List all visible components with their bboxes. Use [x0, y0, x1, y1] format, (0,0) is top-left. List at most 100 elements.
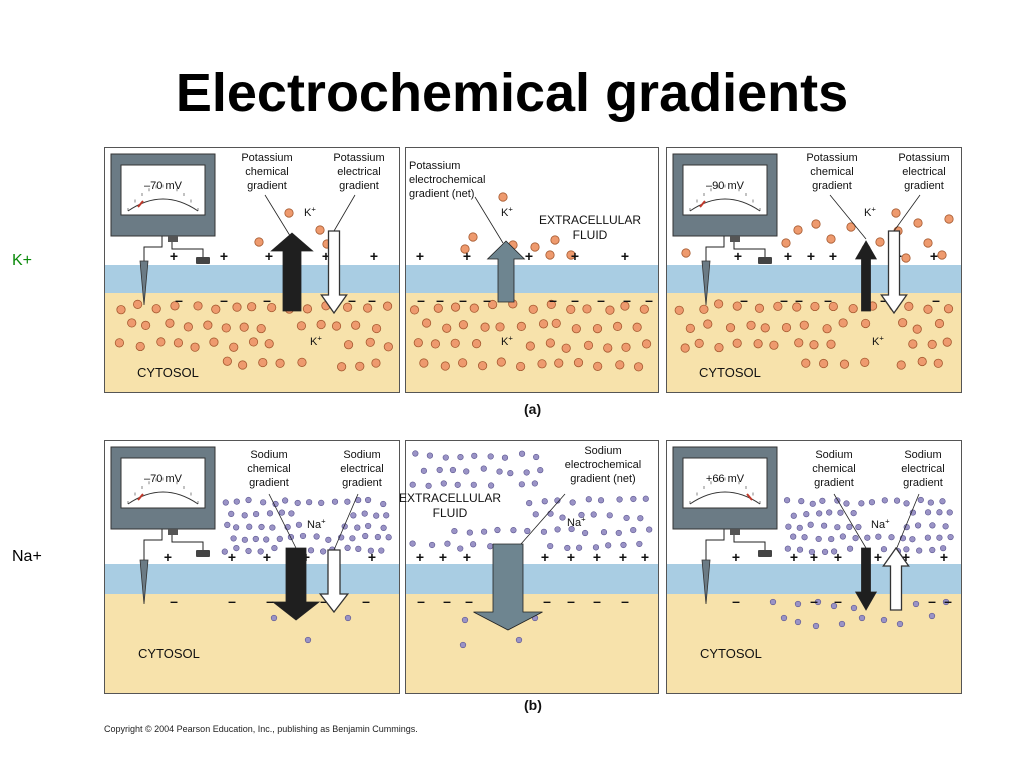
negative-charge: – — [932, 292, 940, 308]
sodium-ion — [252, 510, 260, 518]
leader-line — [264, 194, 293, 240]
panel-sodium-net: +++++++++–––––––Sodiumelectrochemicalgra… — [399, 440, 659, 694]
sodium-ion — [320, 548, 327, 555]
sodium-ion — [903, 500, 910, 507]
negative-charge: – — [549, 292, 557, 308]
side-label-potassium: K+ — [12, 252, 33, 269]
sodium-ion — [378, 547, 385, 554]
sodium-ion — [916, 547, 923, 554]
potassium-ion — [450, 302, 461, 312]
sodium-ion — [564, 544, 571, 552]
potassium-ion — [371, 358, 381, 368]
sodium-ion — [532, 511, 539, 518]
positive-charge: + — [619, 549, 627, 565]
sodium-ion — [533, 453, 540, 461]
page-title: Electrochemical gradients — [175, 63, 849, 123]
positive-charge: + — [834, 549, 842, 565]
potassium-ion — [363, 303, 373, 313]
sodium-ion — [260, 499, 267, 506]
potassium-ion — [612, 321, 623, 331]
negative-charge: – — [320, 593, 328, 609]
sodium-ion — [385, 534, 392, 541]
wire — [705, 529, 725, 560]
electrical-gradient-label-line: electrical — [337, 166, 380, 178]
potassium-ion — [573, 357, 584, 368]
potassium-ion — [516, 361, 526, 372]
ion-label-inside: K+ — [310, 334, 322, 348]
sodium-ion — [924, 534, 931, 541]
negative-charge: – — [621, 593, 629, 609]
compartment-label: CYTOSOL — [699, 365, 761, 380]
sodium-ion — [461, 616, 469, 624]
potassium-ion — [528, 304, 538, 314]
cytosol-region — [667, 594, 961, 693]
leader-line — [893, 194, 921, 232]
electrical-gradient-label-line: Potassium — [898, 152, 949, 164]
sodium-ion — [568, 525, 575, 533]
ion-label-outside: K+ — [864, 205, 876, 219]
potassium-ion — [545, 338, 555, 348]
negative-charge: – — [175, 292, 183, 308]
potassium-ion — [140, 320, 151, 330]
sodium-ion — [630, 526, 637, 534]
sodium-ion — [230, 535, 237, 542]
sodium-ion — [444, 540, 451, 547]
negative-charge: – — [567, 593, 575, 609]
sodium-ion — [494, 526, 501, 534]
potassium-ion — [633, 362, 644, 372]
potassium-ion — [496, 357, 506, 367]
compartment-label: CYTOSOL — [700, 646, 762, 661]
positive-charge: + — [541, 549, 549, 565]
potassium-ion — [943, 304, 954, 314]
sodium-ion — [440, 480, 447, 487]
potassium-ion — [566, 304, 576, 315]
potassium-ion — [848, 303, 858, 314]
potassium-ion — [183, 322, 193, 332]
sodium-ion — [936, 509, 943, 516]
sodium-ion — [600, 529, 608, 536]
potassium-ion — [258, 357, 268, 368]
sodium-ion — [946, 509, 953, 516]
sodium-ion — [606, 512, 613, 519]
positive-charge: + — [368, 549, 376, 565]
sodium-ion — [903, 546, 910, 553]
sodium-ion — [367, 547, 374, 554]
potassium-ion — [703, 319, 713, 329]
potassium-ion — [674, 305, 684, 315]
potassium-ion — [811, 219, 821, 229]
sodium-ion — [616, 496, 623, 503]
potassium-ion — [343, 340, 354, 350]
negative-charge: – — [810, 593, 818, 609]
sodium-ion — [276, 535, 283, 542]
potassium-ion — [732, 301, 742, 311]
caption-b: (b) — [524, 697, 542, 713]
potassium-ion — [826, 339, 836, 349]
panel-potassium-90mv: ++++++–––––––90 mVPotassiumchemicalgradi… — [666, 147, 962, 393]
microelectrode — [139, 260, 149, 306]
negative-charge: – — [459, 292, 467, 308]
sodium-ion — [271, 544, 278, 552]
wire — [705, 236, 725, 261]
sodium-ion — [480, 465, 487, 472]
potassium-ion — [639, 304, 649, 314]
sodium-ion — [288, 510, 295, 517]
potassium-ion — [603, 343, 613, 353]
potassium-ion — [247, 302, 257, 312]
leader-line — [268, 493, 297, 549]
potassium-ion — [550, 235, 560, 245]
sodium-ion — [837, 509, 844, 516]
negative-charge: – — [543, 593, 551, 609]
negative-charge: – — [593, 593, 601, 609]
leader-line — [829, 194, 867, 240]
net-gradient-label-line: gradient (net) — [409, 188, 474, 200]
wire — [171, 242, 204, 257]
potassium-ion — [127, 318, 137, 328]
ion-label-outside: K+ — [501, 205, 513, 219]
negative-charge: – — [571, 292, 579, 308]
potassium-ion — [781, 322, 792, 333]
copyright-notice: Copyright © 2004 Pearson Education, Inc.… — [104, 724, 418, 734]
voltage-readout: –90 mV — [706, 180, 745, 192]
sodium-ion — [501, 454, 509, 461]
potassium-ion — [781, 238, 791, 248]
sodium-ion — [630, 495, 637, 503]
